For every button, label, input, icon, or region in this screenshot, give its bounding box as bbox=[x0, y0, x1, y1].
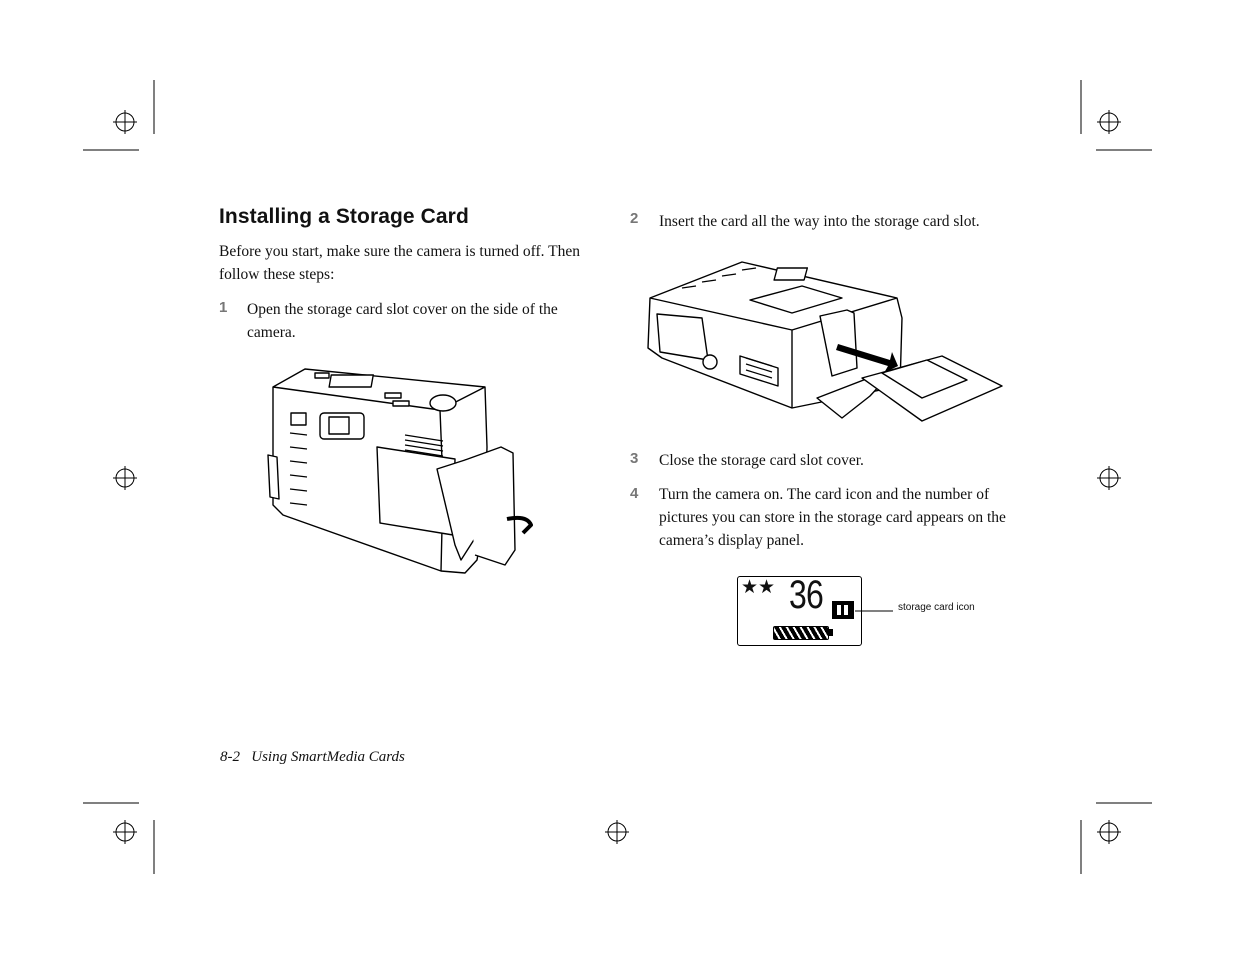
camera-open-cover-illustration bbox=[267, 368, 533, 574]
step-3-text: Close the storage card slot cover. bbox=[659, 452, 864, 469]
battery-terminal bbox=[829, 629, 833, 636]
step-2-text: Insert the card all the way into the sto… bbox=[659, 213, 980, 230]
quality-stars: ★★ bbox=[741, 577, 776, 598]
step-3-number: 3 bbox=[630, 450, 639, 467]
step-1-text: Open the storage card slot cover on the … bbox=[247, 301, 558, 341]
chapter-title: Using SmartMedia Cards bbox=[251, 749, 405, 765]
step-4-text: Turn the camera on. The card icon and th… bbox=[659, 486, 1006, 549]
page-footer: 8-2 Using SmartMedia Cards bbox=[220, 749, 405, 766]
display-panel: ★★ 36 bbox=[737, 573, 862, 646]
step-2-number: 2 bbox=[630, 210, 639, 227]
battery-icon bbox=[773, 626, 829, 640]
intro-paragraph: Before you start, make sure the camera i… bbox=[219, 243, 580, 283]
section-title: Installing a Storage Card bbox=[219, 205, 469, 228]
storage-card-icon bbox=[832, 601, 854, 619]
page-number: 8-2 bbox=[220, 749, 240, 765]
card-insertion-illustration bbox=[647, 261, 1003, 422]
callout-line bbox=[855, 610, 893, 612]
step-4-number: 4 bbox=[630, 485, 639, 502]
picture-count: 36 bbox=[789, 573, 824, 617]
step-1-number: 1 bbox=[219, 299, 228, 316]
storage-card-icon-callout: storage card icon bbox=[898, 602, 975, 613]
